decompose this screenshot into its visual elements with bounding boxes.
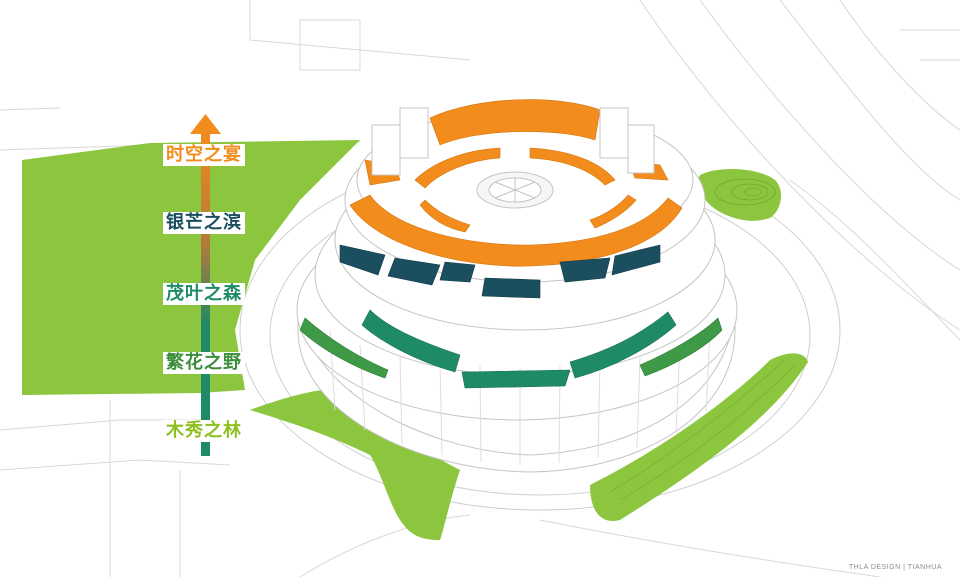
top-towers [371,107,655,176]
tier-label-4: 木秀之林 [163,420,245,442]
tier-dark-teal-seating [339,244,661,299]
orange-seat-back-arc [429,99,601,146]
design-credit: THLA DESIGN | TIANHUA [848,564,942,571]
tier-teal-green-seating [361,309,677,389]
tier-label-3: 繁花之野 [163,352,245,374]
tier-label-1: 银芒之滨 [163,212,245,234]
tier-axis-arrowhead [190,114,221,134]
tier-label-0: 时空之宴 [163,144,245,166]
southeast-green-strip [590,353,808,521]
central-dome [476,171,554,209]
orange-inner-right-lower [589,194,637,229]
landscape-green-areas [22,140,808,540]
orange-inner-right [529,147,616,186]
lower-facade [297,299,736,473]
east-mound-contours [714,178,776,206]
southwest-green-wedge [250,388,460,540]
southeast-strip-hatching [609,359,796,501]
west-green-lawn [22,140,360,395]
east-green-mound [698,168,782,221]
tier-orange-seating [349,99,683,267]
orange-inner-left [414,147,501,189]
orange-inner-left-lower [419,199,471,233]
orange-seat-front-arc [349,194,683,267]
tier-mid-green-seating [299,317,723,379]
tier-label-2: 茂叶之森 [163,283,245,305]
